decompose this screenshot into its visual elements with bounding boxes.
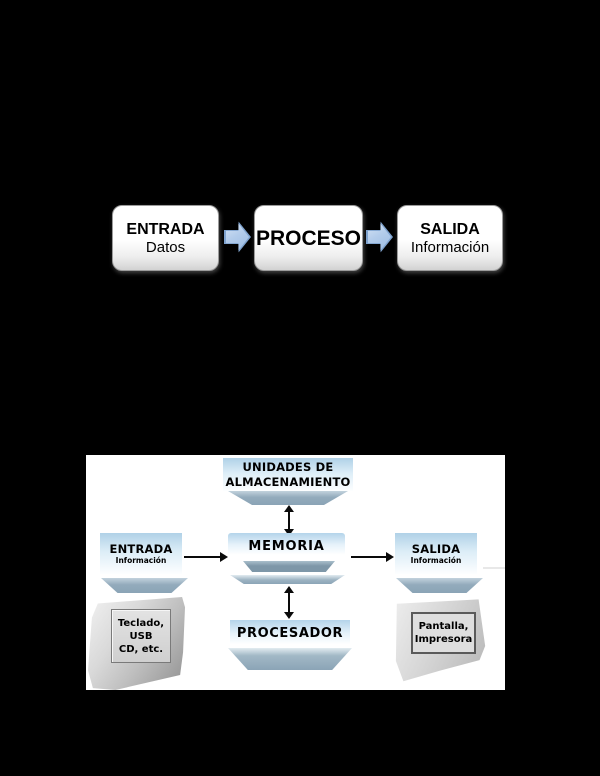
flow-box-salida: SALIDA Información (397, 205, 503, 271)
input-devices-label: Teclado, USB CD, etc. (111, 609, 171, 663)
output-title: SALIDA (411, 541, 461, 556)
right-arrow-icon (184, 551, 228, 563)
memory-base (230, 575, 345, 584)
arrow-fill (226, 223, 249, 251)
processor-pedestal (228, 648, 352, 670)
scan-artifact-line (483, 567, 505, 569)
output-pedestal (396, 578, 483, 593)
salida-title: SALIDA (420, 221, 480, 238)
storage-label-line2: ALMACENAMIENTO (225, 474, 351, 489)
storage-pedestal (228, 491, 348, 505)
input-devices-line2: USB (129, 630, 153, 642)
output-devices-line2: Impresora (414, 634, 473, 645)
right-arrow-icon (224, 221, 251, 253)
entrada-subtitle: Datos (145, 239, 186, 256)
input-pedestal (101, 578, 188, 593)
computer-architecture-diagram: UNIDADES DE ALMACENAMIENTO MEMORIA ENTRA… (86, 455, 505, 690)
arrow-head-right (220, 552, 228, 562)
input-devices-line3: CD, etc. (118, 643, 164, 655)
output-subtitle: Información (410, 555, 462, 565)
monitor-icon: Pantalla, Impresora (394, 595, 488, 683)
memory-box: MEMORIA (228, 533, 345, 561)
processor-label: PROCESADOR (236, 625, 344, 641)
salida-subtitle: Información (410, 239, 490, 256)
proceso-title: PROCESO (255, 226, 362, 250)
output-box: SALIDA Información (395, 533, 477, 574)
input-subtitle: Información (115, 555, 167, 565)
processor-box: PROCESADOR (230, 620, 350, 647)
arrow-head-up (284, 505, 294, 512)
memory-band (243, 561, 335, 572)
right-arrow-icon (351, 551, 394, 563)
bidirectional-arrow-icon (283, 505, 295, 536)
flow-box-entrada: ENTRADA Datos (112, 205, 219, 271)
arrow-head-up (284, 586, 294, 593)
flow-box-proceso: PROCESO (254, 205, 363, 271)
arrow-fill (368, 223, 391, 251)
right-arrow-icon (366, 221, 393, 253)
bidirectional-arrow-icon (283, 586, 295, 619)
storage-label-line1: UNIDADES DE (242, 459, 334, 474)
arrow-head-down (284, 612, 294, 619)
arrow-shaft (184, 556, 223, 558)
storage-units-box: UNIDADES DE ALMACENAMIENTO (223, 458, 353, 491)
keyboard-key-icon: Teclado, USB CD, etc. (88, 596, 186, 690)
input-devices-line1: Teclado, (117, 617, 165, 629)
arrow-head-right (386, 552, 394, 562)
arrow-head-down (284, 529, 294, 536)
memory-label: MEMORIA (248, 539, 325, 554)
input-title: ENTRADA (109, 541, 173, 556)
entrada-title: ENTRADA (126, 221, 205, 238)
arrow-shaft (351, 556, 389, 558)
output-devices-line1: Pantalla, (418, 621, 469, 632)
arrow-shaft (288, 591, 290, 614)
output-devices-label: Pantalla, Impresora (411, 612, 476, 654)
arrow-shaft (288, 510, 290, 531)
input-box: ENTRADA Información (100, 533, 182, 574)
